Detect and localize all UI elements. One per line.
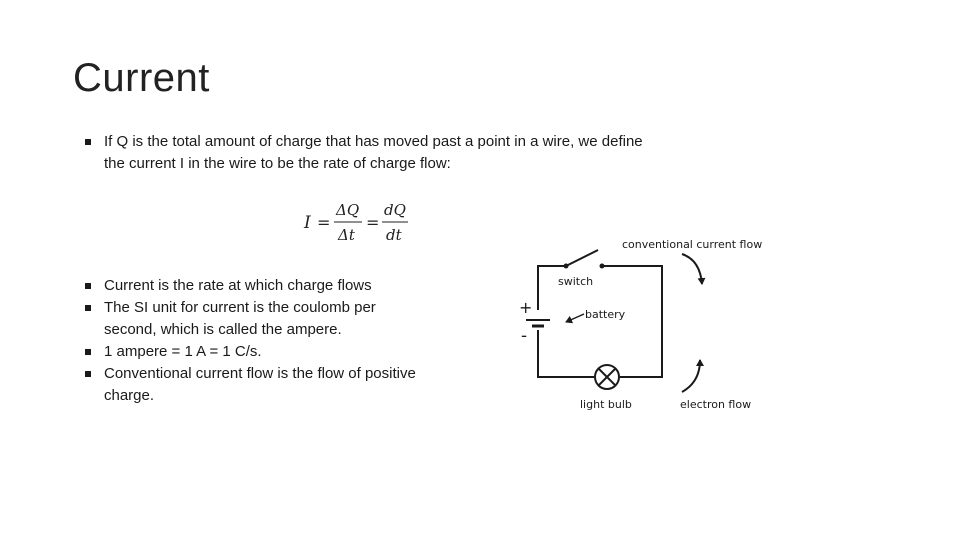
bullet-item: Conventional current flow is the flow of…: [72, 363, 417, 407]
intro-bullet-list: If Q is the total amount of charge that …: [72, 131, 652, 175]
wire-top-left: [537, 265, 566, 310]
bullet-item: 1 ampere = 1 A = 1 C/s.: [72, 341, 417, 363]
label-light-bulb: light bulb: [580, 398, 632, 411]
switch-contact-left: [563, 263, 569, 269]
label-minus: -: [521, 326, 527, 346]
formula-lhs: I: [303, 213, 311, 233]
formula-equals-2: =: [366, 213, 379, 232]
label-battery: battery: [585, 308, 626, 321]
light-bulb-symbol: [594, 364, 620, 390]
conventional-flow-arrow: [681, 253, 706, 285]
formula-denominator-1: Δt: [337, 226, 356, 244]
formula-denominator-2: dt: [386, 226, 403, 244]
slide-title: Current: [73, 56, 210, 100]
formula-numerator-2: dQ: [384, 201, 406, 219]
current-formula: I = ΔQ Δt = dQ dt: [303, 201, 408, 244]
circuit-diagram: conventional current flow switch battery…: [519, 238, 762, 411]
label-electron-flow: electron flow: [680, 398, 751, 411]
label-switch: switch: [558, 275, 593, 288]
label-plus: +: [519, 298, 532, 317]
switch-contact-right: [599, 263, 605, 269]
formula-numerator-1: ΔQ: [335, 201, 359, 219]
bullet-item: The SI unit for current is the coulomb p…: [72, 297, 417, 341]
label-conventional-current-flow: conventional current flow: [622, 238, 762, 251]
formula-equals-1: =: [317, 213, 330, 232]
wire-bottom-left: [537, 330, 594, 378]
switch-blade: [565, 249, 599, 267]
bullet-item: Current is the rate at which charge flow…: [72, 275, 417, 297]
bullet-list: Current is the rate at which charge flow…: [72, 275, 417, 407]
wire-top-right: [602, 265, 663, 378]
intro-bullet: If Q is the total amount of charge that …: [72, 131, 652, 175]
electron-flow-arrow: [681, 359, 704, 393]
battery-pointer-arrow: [565, 313, 585, 324]
